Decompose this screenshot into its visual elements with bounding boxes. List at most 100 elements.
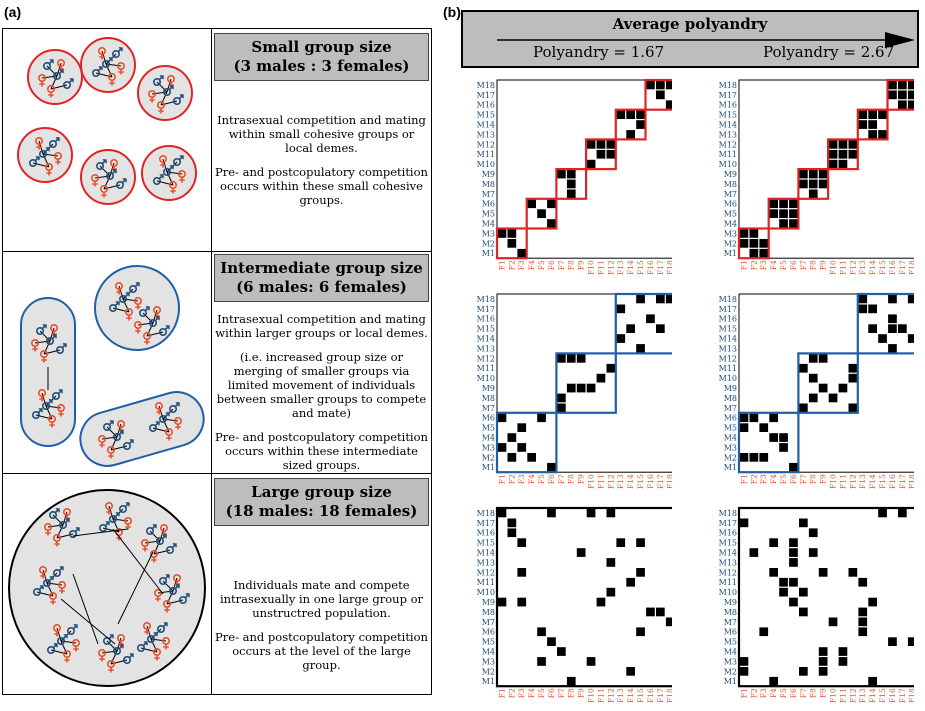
male-label: M3	[482, 657, 495, 666]
female-label: F12	[606, 260, 615, 275]
mating-cell	[818, 647, 828, 656]
female-label: F4	[769, 474, 778, 484]
male-symbol	[35, 324, 47, 336]
male-label: M9	[724, 598, 737, 607]
male-label: M13	[719, 130, 737, 139]
male-label: M3	[724, 229, 737, 238]
female-label: F14	[868, 260, 877, 275]
group-block-frame	[886, 78, 914, 111]
group-block-frame	[737, 506, 914, 688]
matrix-large-low: M18M17M16M15M14M13M12M11M10M9M8M7M6M5M4M…	[477, 506, 672, 703]
group-block-frame	[797, 352, 859, 414]
mating-cell	[848, 363, 858, 373]
mating-cell	[838, 140, 848, 149]
male-label: M4	[724, 434, 737, 443]
male-label: M11	[477, 578, 495, 587]
mating-cell	[828, 617, 838, 627]
male-label: M2	[724, 239, 737, 248]
male-symbol	[116, 178, 127, 190]
male-label: M12	[719, 568, 737, 577]
group-block-frame	[767, 197, 800, 230]
group-block-frame	[495, 227, 528, 260]
mating-cell	[739, 518, 749, 528]
small-deme	[27, 49, 83, 105]
male-symbol	[112, 47, 123, 58]
mating-cell	[818, 667, 828, 676]
female-label: F1	[497, 260, 506, 270]
mating-cell	[636, 120, 645, 129]
mating-link	[122, 298, 130, 313]
mating-link	[156, 81, 168, 93]
intermediate-group-para-1: Intrasexual competition and mating withi…	[215, 312, 428, 340]
male-symbol	[31, 408, 43, 420]
mating-cell	[799, 363, 808, 373]
group-block-frame	[584, 138, 617, 171]
mating-cell	[557, 169, 566, 179]
male-label: M12	[719, 140, 737, 149]
female-symbol	[57, 581, 66, 594]
mating-cell	[537, 657, 546, 666]
mating-cell	[779, 219, 788, 228]
mating-cell	[858, 627, 868, 637]
mating-cell	[665, 617, 672, 627]
male-label: M3	[724, 657, 737, 666]
mating-cell	[828, 159, 838, 169]
mating-link	[110, 650, 118, 665]
male-label: M6	[724, 414, 737, 423]
female-label: F11	[596, 474, 605, 489]
male-symbol	[103, 420, 114, 432]
female-symbol	[43, 522, 52, 536]
female-label: F6	[547, 474, 556, 484]
mating-cell	[527, 199, 536, 209]
female-label: F10	[587, 688, 596, 703]
mating-link	[162, 580, 174, 592]
intermediate-group-title: Intermediate group size	[220, 259, 423, 277]
male-label: M14	[477, 549, 495, 558]
mating-cell	[808, 548, 818, 557]
mating-cell	[907, 294, 914, 304]
mating-cell	[848, 403, 858, 413]
male-label: M5	[482, 424, 495, 433]
female-label: F12	[848, 688, 857, 703]
mating-cell	[789, 548, 798, 557]
male-label: M7	[724, 618, 737, 627]
male-symbol	[166, 543, 177, 555]
female-symbol	[56, 404, 65, 417]
female-label: F1	[739, 688, 748, 698]
small-deme	[141, 145, 197, 201]
female-label: F10	[829, 474, 838, 489]
male-symbol	[48, 137, 60, 149]
matrix-frame	[738, 507, 914, 687]
column-divider	[211, 29, 212, 694]
female-symbol	[39, 350, 48, 363]
male-symbol	[159, 325, 170, 337]
mating-cell	[636, 538, 645, 547]
male-label: M15	[477, 325, 495, 334]
female-label: F16	[888, 688, 897, 703]
mating-cell	[858, 577, 868, 587]
mating-link	[50, 75, 58, 90]
male-label: M17	[719, 91, 737, 100]
mating-cell	[907, 90, 914, 100]
mating-cell	[838, 149, 848, 159]
group-block-frame	[614, 108, 647, 141]
mating-link	[72, 528, 129, 537]
mating-cell	[848, 568, 858, 577]
mating-cell	[858, 617, 868, 627]
male-symbol	[113, 430, 124, 442]
small-group-diagram	[17, 37, 197, 205]
male-symbol	[169, 402, 180, 414]
female-label: F11	[838, 688, 847, 703]
male-label: M6	[482, 414, 495, 423]
mating-cell	[497, 229, 507, 238]
female-symbol	[117, 634, 126, 647]
mating-cell	[828, 140, 838, 149]
mating-cell	[769, 199, 778, 209]
female-label: F7	[799, 260, 808, 270]
male-label: M2	[724, 453, 737, 462]
mating-cell	[858, 110, 868, 119]
female-label: F5	[537, 688, 546, 698]
mating-cell	[799, 607, 808, 617]
female-label: F14	[626, 260, 635, 275]
mating-cell	[769, 209, 778, 218]
